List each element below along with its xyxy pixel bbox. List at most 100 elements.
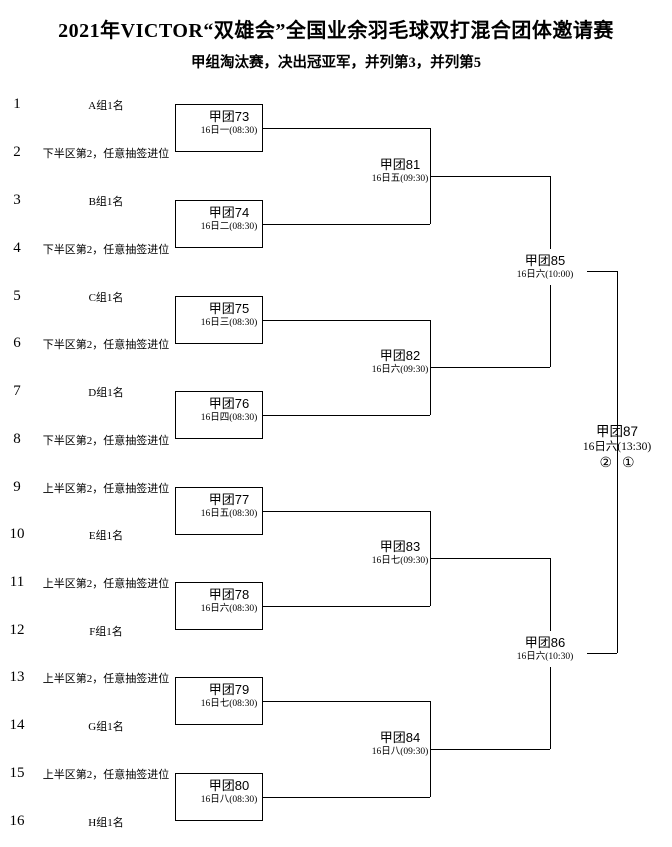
bracket-line-winner-76	[263, 415, 430, 416]
match-name: 甲团77	[208, 492, 250, 507]
seed-number: 9	[13, 479, 21, 495]
seed-number: 15	[9, 765, 25, 781]
match-box-79	[175, 677, 263, 725]
match-name: 甲团82	[379, 348, 421, 363]
match-label-82: 甲团82 16日六(09:30)	[350, 347, 450, 377]
match-label-78: 甲团78 16日六(08:30)	[179, 586, 279, 616]
seed-label: 上半区第2，任意抽签进位	[42, 483, 170, 495]
seed-number: 1	[13, 96, 21, 112]
bracket-line-winner-79	[263, 701, 430, 702]
match-name: 甲团75	[208, 301, 250, 316]
match-box-78	[175, 582, 263, 630]
placement-marks: ② ①	[567, 455, 667, 473]
bracket-line-winner-84	[430, 749, 550, 750]
bracket-line-winner-80	[263, 797, 430, 798]
seed-label: 下半区第2，任意抽签进位	[42, 339, 170, 351]
match-name: 甲团84	[379, 730, 421, 745]
seed-number: 4	[13, 240, 21, 256]
seed-number: 2	[13, 144, 21, 160]
bracket-line-winner-82	[430, 367, 550, 368]
bracket-line-winner-74	[263, 224, 430, 225]
bracket-line-winner-75	[263, 320, 430, 321]
match-name: 甲团76	[208, 396, 250, 411]
bracket-line-winner-81	[430, 176, 550, 177]
match-name: 甲团74	[208, 205, 250, 220]
seed-number: 16	[9, 813, 25, 829]
match-box-75	[175, 296, 263, 344]
match-time: 16日六(10:00)	[516, 270, 574, 280]
runner-up-mark: ②	[599, 456, 612, 471]
seed-number: 3	[13, 192, 21, 208]
match-time: 16日二(08:30)	[200, 222, 258, 232]
bracket-line-winner-73	[263, 128, 430, 129]
bracket-connector-87	[617, 271, 618, 653]
match-time: 16日六(13:30)	[582, 441, 652, 453]
seed-label: A组1名	[88, 100, 124, 112]
bracket-line-winner-77	[263, 511, 430, 512]
match-box-73	[175, 104, 263, 152]
match-time: 16日三(08:30)	[200, 318, 258, 328]
match-label-84: 甲团84 16日八(09:30)	[350, 729, 450, 759]
seed-label: E组1名	[88, 530, 124, 542]
seed-number: 13	[9, 669, 25, 685]
match-name: 甲团87	[595, 424, 639, 439]
match-time: 16日六(10:30)	[516, 652, 574, 662]
match-name: 甲团73	[208, 109, 250, 124]
match-label-79: 甲团79 16日七(08:30)	[179, 681, 279, 711]
seed-label: C组1名	[88, 292, 124, 304]
match-label-75: 甲团75 16日三(08:30)	[179, 300, 279, 330]
seed-label: 下半区第2，任意抽签进位	[42, 148, 170, 160]
match-label-85: 甲团85 16日六(10:00)	[503, 249, 587, 285]
match-time: 16日七(08:30)	[200, 699, 258, 709]
seed-label: 上半区第2，任意抽签进位	[42, 769, 170, 781]
match-label-77: 甲团77 16日五(08:30)	[179, 491, 279, 521]
match-name: 甲团78	[208, 587, 250, 602]
match-name: 甲团81	[379, 157, 421, 172]
bracket-line-winner-83	[430, 558, 550, 559]
seed-number: 10	[9, 526, 25, 542]
match-label-83: 甲团83 16日七(09:30)	[350, 538, 450, 568]
match-time: 16日五(09:30)	[371, 174, 429, 184]
match-label-80: 甲团80 16日八(08:30)	[179, 777, 279, 807]
seed-label: 上半区第2，任意抽签进位	[42, 673, 170, 685]
match-label-76: 甲团76 16日四(08:30)	[179, 395, 279, 425]
match-name: 甲团79	[208, 682, 250, 697]
match-time: 16日四(08:30)	[200, 413, 258, 423]
champion-mark: ①	[622, 456, 635, 471]
seed-number: 7	[13, 383, 21, 399]
seed-label: F组1名	[89, 626, 123, 638]
seed-number: 11	[9, 574, 25, 590]
match-label-86: 甲团86 16日六(10:30)	[503, 631, 587, 667]
match-label-74: 甲团74 16日二(08:30)	[179, 204, 279, 234]
match-time: 16日六(09:30)	[371, 365, 429, 375]
match-label-81: 甲团81 16日五(09:30)	[350, 156, 450, 186]
match-name: 甲团83	[379, 539, 421, 554]
match-time: 16日八(08:30)	[200, 795, 258, 805]
match-time: 16日六(08:30)	[200, 604, 258, 614]
page-title: 2021年VICTOR“双雄会”全国业余羽毛球双打混合团体邀请赛	[58, 20, 614, 42]
seed-number: 12	[9, 622, 25, 638]
match-name: 甲团85	[524, 253, 566, 268]
seed-label: 下半区第2，任意抽签进位	[42, 435, 170, 447]
seed-label: H组1名	[88, 817, 124, 829]
match-time: 16日八(09:30)	[371, 747, 429, 757]
match-box-76	[175, 391, 263, 439]
bracket-line-winner-78	[263, 606, 430, 607]
page-subtitle: 甲组淘汰赛，决出冠亚军，并列第3，并列第5	[191, 55, 481, 71]
seed-number: 6	[13, 335, 21, 351]
seed-label: 上半区第2，任意抽签进位	[42, 578, 170, 590]
seed-number: 8	[13, 431, 21, 447]
match-name: 甲团86	[524, 635, 566, 650]
seed-number: 14	[9, 717, 25, 733]
match-time: 16日五(08:30)	[200, 509, 258, 519]
seed-label: D组1名	[88, 387, 124, 399]
seed-number: 5	[13, 288, 21, 304]
match-name: 甲团80	[208, 778, 250, 793]
match-box-77	[175, 487, 263, 535]
match-time: 16日七(09:30)	[371, 556, 429, 566]
match-box-80	[175, 773, 263, 821]
seed-label: G组1名	[88, 721, 124, 733]
match-time: 16日一(08:30)	[200, 126, 258, 136]
match-box-74	[175, 200, 263, 248]
